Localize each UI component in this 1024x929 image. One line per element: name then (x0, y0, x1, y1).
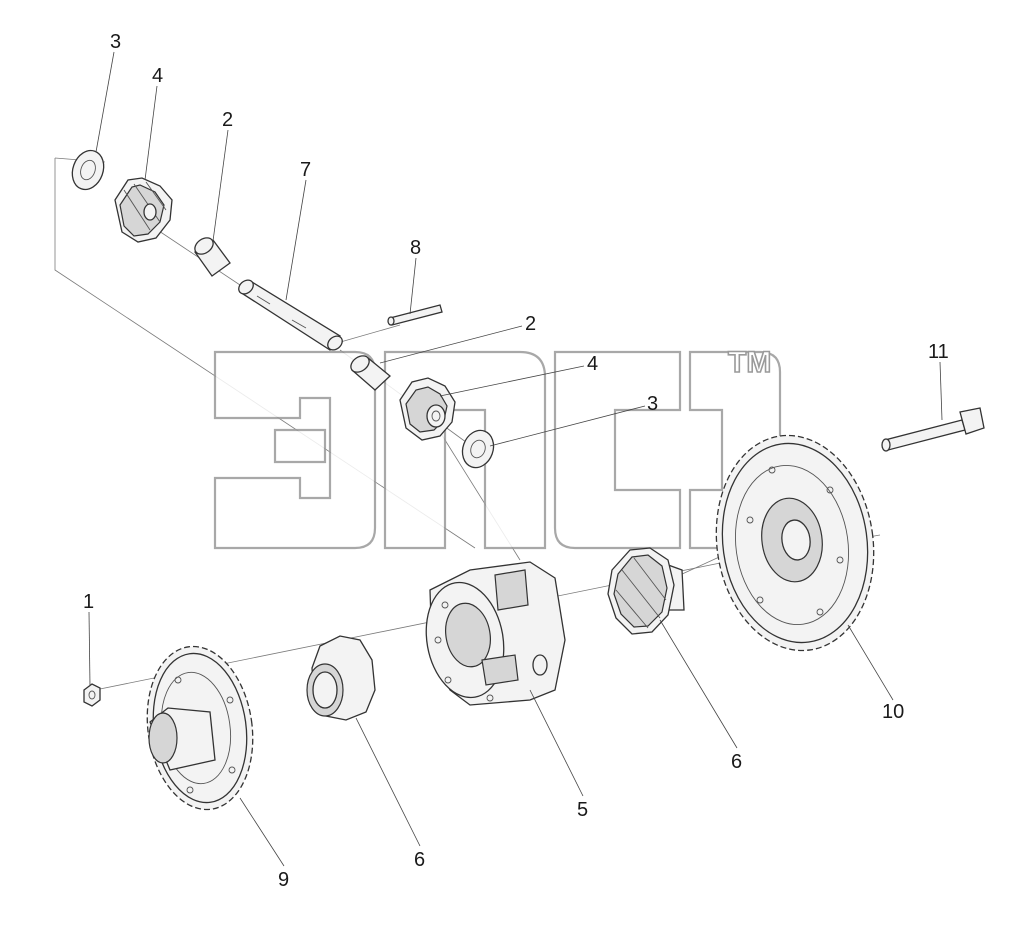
differential-case (425, 561, 566, 706)
label-part-7: 7 (300, 159, 311, 181)
side-gear-right (607, 547, 685, 635)
bolt (881, 407, 985, 452)
label-part-4-top: 4 (152, 65, 163, 87)
pin (387, 304, 443, 326)
sleeve-top (194, 237, 231, 277)
washer-middle (461, 429, 495, 469)
label-part-3-middle: 3 (647, 393, 658, 415)
label-part-1: 1 (83, 591, 94, 613)
bevel-pinion-middle (399, 377, 456, 441)
nut (83, 683, 101, 707)
washer-top (71, 149, 105, 191)
leader-lines (88, 51, 943, 867)
label-part-2-top: 2 (222, 109, 233, 131)
pinion-shaft (238, 279, 343, 351)
label-part-11: 11 (928, 341, 949, 363)
drive-gear (146, 645, 254, 811)
label-part-6-bottom: 6 (414, 849, 425, 871)
bevel-pinion-top (114, 177, 173, 243)
watermark-logo: TM (213, 345, 782, 550)
label-part-2-middle: 2 (525, 313, 536, 335)
callout-labels: 3 4 2 7 8 2 4 3 11 1 5 6 10 6 9 (83, 31, 949, 891)
trademark-mark: TM (728, 346, 771, 379)
label-part-4-middle: 4 (587, 353, 598, 375)
label-part-8: 8 (410, 237, 421, 259)
label-part-6-right: 6 (731, 751, 742, 773)
label-part-5: 5 (577, 799, 588, 821)
label-part-3-top: 3 (110, 31, 121, 53)
label-part-9: 9 (278, 869, 289, 891)
sleeve-middle (350, 355, 391, 391)
ring-gear (715, 434, 875, 652)
label-part-10: 10 (882, 701, 904, 723)
side-gear-left (306, 635, 376, 721)
